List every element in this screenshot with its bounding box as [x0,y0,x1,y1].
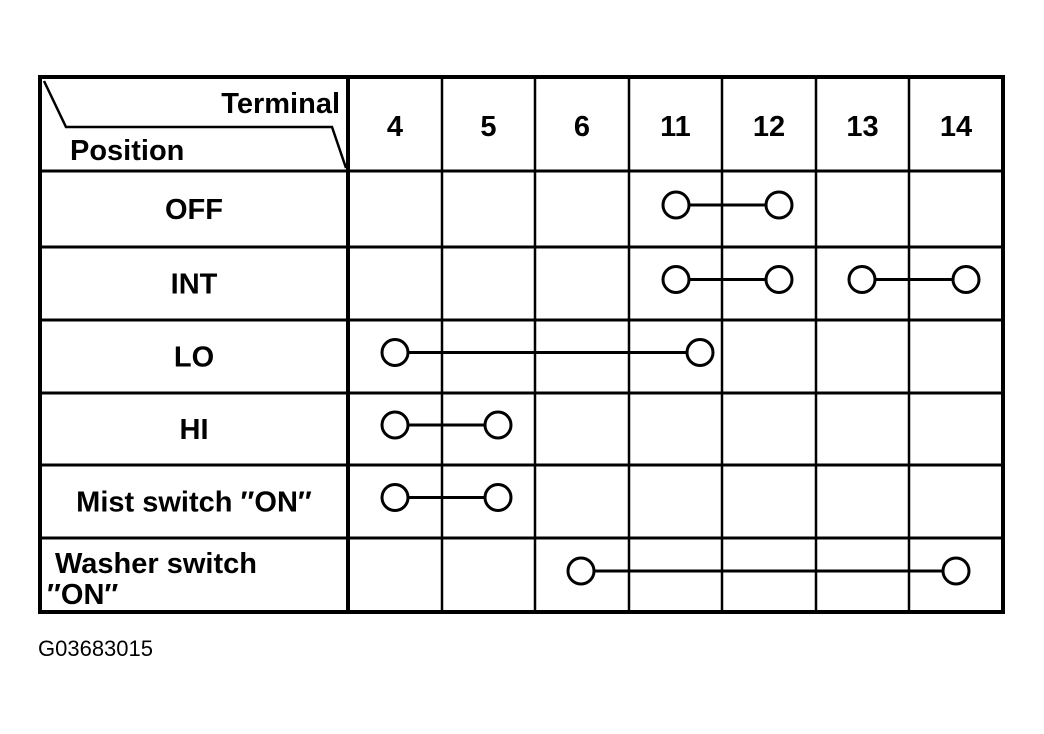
terminal-connection-dot [951,265,981,294]
terminal-label: 13 [846,111,878,143]
position-label: INT [171,269,218,301]
table-grid [38,75,1005,614]
position-labels: OFF INT LO HI Mist switch ″ON″ Washer switch″… [47,194,312,611]
table-border [38,75,1005,614]
terminal-connection-dot [483,483,513,512]
position-label: HI [180,414,209,446]
terminal-connection-dot [661,190,691,220]
terminal-connection-dot [685,338,715,367]
terminal-label: 4 [387,111,403,143]
position-label: LO [174,342,214,374]
terminal-connection-dot [941,556,971,586]
terminal-connection-dot [380,338,410,367]
terminal-header-label: Terminal [221,88,340,120]
terminal-connection-dot [847,265,877,294]
terminal-label: 12 [753,111,785,143]
position-header-label: Position [70,135,184,167]
header-diagonal-line [42,80,348,169]
terminal-connection-dot [380,483,410,512]
terminal-labels: 4 5 6 11 12 13 14 [387,111,972,143]
figure-id: G03683015 [38,636,153,661]
header-diagonal-cell: Terminal Position [42,80,348,169]
terminal-connection-dot [483,410,513,440]
position-label: Mist switch ″ON″ [76,487,312,519]
terminal-connection-dot [566,556,596,586]
terminal-connection-dot [764,190,794,220]
terminal-label: 14 [940,111,972,143]
position-label: ″ON″ [47,579,118,611]
position-label: OFF [165,194,223,226]
terminal-connection-dot [764,265,794,294]
connections [380,190,981,586]
terminal-connection-dot [380,410,410,440]
terminal-label: 11 [660,111,691,143]
terminal-label: 6 [574,111,590,143]
position-label: Washer switch [55,548,257,580]
terminal-label: 5 [480,111,496,143]
terminal-connection-dot [661,265,691,294]
